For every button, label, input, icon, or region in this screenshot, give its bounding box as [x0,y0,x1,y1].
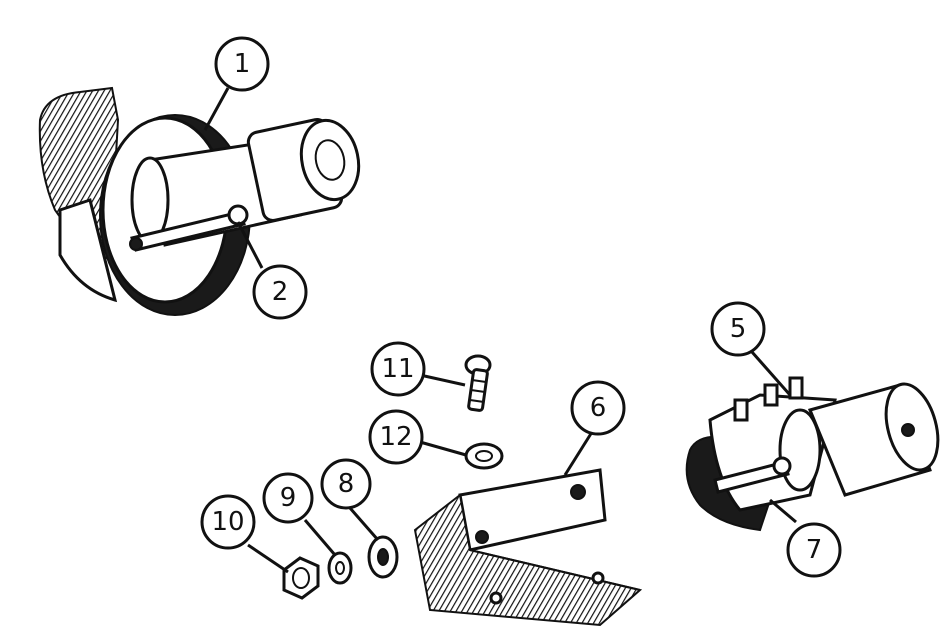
callout-12: 12 [368,409,424,465]
callout-label-6: 6 [590,393,607,423]
part-11-screw [464,354,492,412]
callout-label-2: 2 [272,277,289,307]
callout-7: 7 [786,522,842,578]
callout-label-7: 7 [806,535,823,565]
callout-label-1: 1 [234,49,251,79]
callout-label-9: 9 [280,483,297,513]
callout-9: 9 [262,472,314,524]
part-12-spring-washer [464,442,504,470]
callout-label-5: 5 [730,314,747,344]
callout-8: 8 [320,458,372,510]
leader-lines [203,87,797,574]
part-6-bracket [413,468,643,627]
callout-6: 6 [570,380,626,436]
callout-1: 1 [214,36,270,92]
callout-10: 10 [200,494,256,550]
part-10-nut [282,556,320,600]
part-5-switch-assembly [685,376,940,532]
part-1-switch-body [38,86,361,316]
callout-11: 11 [370,341,426,397]
part-9-spring-washer [327,551,353,585]
part-8-washer [367,535,399,579]
callout-label-11: 11 [381,354,414,384]
callout-5: 5 [710,301,766,357]
callout-label-12: 12 [379,422,412,452]
callout-label-8: 8 [338,469,355,499]
callout-label-10: 10 [211,507,244,537]
callout-2: 2 [252,264,308,320]
